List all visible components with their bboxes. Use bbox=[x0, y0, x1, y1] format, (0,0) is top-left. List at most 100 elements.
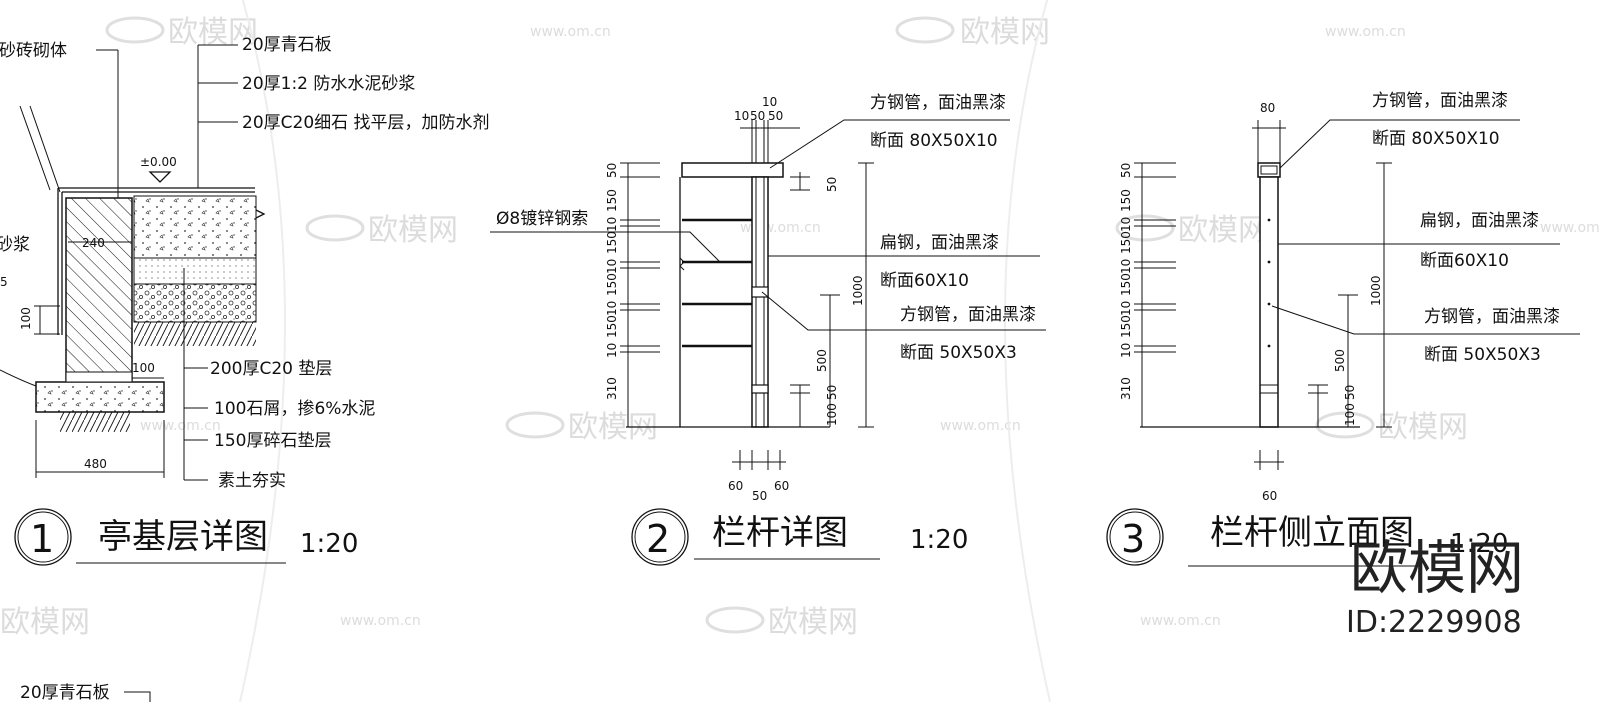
watermark-logo: 欧模网 bbox=[505, 410, 658, 445]
dim-height-100: 100 bbox=[1343, 403, 1357, 426]
label-flat-steel: 扁钢，面油黑漆 bbox=[880, 233, 999, 253]
watermark-brand-text: 欧模网 bbox=[1378, 410, 1468, 445]
detail-number-circle bbox=[1106, 508, 1164, 566]
watermark-site-text: www.om.cn bbox=[940, 418, 1021, 434]
dim-height-1000: 1000 bbox=[1369, 275, 1383, 306]
dim-left: 150 bbox=[605, 231, 619, 254]
watermark-site-text: www.om.cn bbox=[1540, 220, 1600, 236]
dim-left: 10 bbox=[605, 301, 619, 316]
watermark-brand-text: 欧模网 bbox=[368, 213, 458, 248]
detail-scale: 1:20 bbox=[1450, 529, 1508, 559]
detail-title: 栏杆侧立面图 bbox=[1210, 513, 1414, 553]
dim-left: 150 bbox=[1119, 231, 1133, 254]
watermark-brand-text: 欧模网 bbox=[1178, 213, 1268, 248]
watermark-logo: 欧模网 bbox=[705, 605, 858, 640]
label-top-pipe: 方钢管，面油黑漆 bbox=[870, 93, 1006, 113]
corner-brand: 欧模网 ID:2229908 bbox=[1346, 534, 1524, 640]
detail-title: 栏杆详图 bbox=[712, 513, 848, 553]
dim-bottom: 60 bbox=[774, 479, 789, 493]
label-sand-mortar: 砂浆 bbox=[0, 235, 30, 255]
dim-bottom: 60 bbox=[1262, 489, 1277, 503]
dim-left: 310 bbox=[1119, 377, 1133, 400]
dim-height-500: 500 bbox=[1333, 349, 1347, 372]
label-slate-top: 20厚青石板 bbox=[242, 35, 332, 55]
dim-top: 50 bbox=[750, 109, 765, 123]
dim-left: 310 bbox=[605, 377, 619, 400]
dim-height-50: 50 bbox=[1343, 385, 1357, 400]
detail-2-railing: 50 150 10 150 10 150 10 150 10 310 10 50… bbox=[490, 93, 1046, 566]
dim-height-500: 500 bbox=[815, 349, 829, 372]
dim-left: 50 bbox=[605, 163, 619, 178]
label-top-pipe-section: 断面 80X50X10 bbox=[1372, 129, 1500, 149]
stone-chip-layer bbox=[133, 257, 257, 285]
dim-left: 10 bbox=[1119, 259, 1133, 274]
watermark-site-text: www.om.cn bbox=[1140, 613, 1221, 629]
label-post-pipe-section: 断面 50X50X3 bbox=[900, 343, 1017, 363]
label-next-slate: 20厚青石板 bbox=[20, 683, 110, 702]
watermark-logo: 欧模网 bbox=[0, 605, 90, 640]
gravel-layer bbox=[133, 283, 257, 323]
label-top-pipe-section: 断面 80X50X10 bbox=[870, 131, 998, 151]
label-stone-chip: 100石屑，掺6%水泥 bbox=[214, 399, 375, 419]
dim-left: 10 bbox=[605, 343, 619, 358]
dim-top: 10 bbox=[734, 109, 749, 123]
dim-height-100: 100 bbox=[825, 403, 839, 426]
dim-top: 10 bbox=[762, 95, 777, 109]
label-steel-cable: Ø8镀锌钢索 bbox=[496, 209, 588, 229]
dim-100-vertical: 100 bbox=[19, 307, 33, 330]
dim-bottom: 50 bbox=[752, 489, 767, 503]
detail-3-railing-side: 50 150 10 150 10 150 10 150 10 310 80 10… bbox=[1106, 91, 1580, 567]
soil-layer bbox=[134, 322, 256, 346]
dim-left: 150 bbox=[1119, 273, 1133, 296]
dim-left: 150 bbox=[1119, 315, 1133, 338]
dim-top: 80 bbox=[1260, 101, 1275, 115]
watermark-brand-text: 欧模网 bbox=[0, 605, 90, 640]
watermark-site-text: www.om.cn bbox=[140, 418, 221, 434]
dim-right: 50 bbox=[825, 177, 839, 192]
label-flat-steel-section: 断面60X10 bbox=[1420, 251, 1509, 271]
dim-left: 50 bbox=[1119, 163, 1133, 178]
detail-number: 2 bbox=[646, 517, 670, 561]
detail-number-circle bbox=[631, 508, 689, 566]
detail-scale: 1:20 bbox=[300, 529, 358, 559]
label-post-pipe: 方钢管，面油黑漆 bbox=[900, 305, 1036, 325]
label-post-pipe: 方钢管，面油黑漆 bbox=[1424, 307, 1560, 327]
label-compacted-soil: 素土夯实 bbox=[218, 471, 286, 491]
watermark-site-text: www.om.cn bbox=[530, 24, 611, 40]
dim-100-horizontal: 100 bbox=[132, 361, 155, 375]
dim-bottom: 60 bbox=[728, 479, 743, 493]
watermark-site-text: www.om.cn bbox=[340, 613, 421, 629]
watermark-brand-text: 欧模网 bbox=[768, 605, 858, 640]
dim-left: 10 bbox=[605, 259, 619, 274]
watermark-brand-text: 欧模网 bbox=[168, 15, 258, 50]
dim-left: 150 bbox=[605, 189, 619, 212]
detail-number: 1 bbox=[30, 517, 54, 561]
screed-layer bbox=[133, 195, 257, 259]
dim-height-1000: 1000 bbox=[851, 275, 865, 306]
dim-left: 150 bbox=[605, 315, 619, 338]
watermark-logo: 欧模网 bbox=[305, 213, 458, 248]
label-c20-cushion: 200厚C20 垫层 bbox=[210, 359, 332, 379]
label-waterproof-mortar: 20厚1:2 防水水泥砂浆 bbox=[242, 74, 415, 94]
corner-id-text: ID:2229908 bbox=[1346, 605, 1522, 640]
brick-wall bbox=[65, 197, 133, 381]
label-screed: 20厚C20细石 找平层，加防水剂 bbox=[242, 113, 490, 133]
watermark-site-text: www.om.cn bbox=[1325, 24, 1406, 40]
label-flat-steel: 扁钢，面油黑漆 bbox=[1420, 211, 1539, 231]
dim-left: 150 bbox=[1119, 189, 1133, 212]
post-side bbox=[1259, 176, 1279, 428]
detail-number: 3 bbox=[1121, 517, 1145, 561]
label-flat-steel-section: 断面60X10 bbox=[880, 271, 969, 291]
dim-left: 10 bbox=[605, 217, 619, 232]
dim-top: 50 bbox=[768, 109, 783, 123]
detail-number-circle bbox=[14, 508, 72, 566]
dim-240: 240 bbox=[82, 236, 105, 250]
corner-brand-text: 欧模网 bbox=[1350, 534, 1524, 602]
dim-5: 5 bbox=[0, 275, 8, 289]
detail-scale: 1:20 bbox=[910, 525, 968, 555]
dim-left: 10 bbox=[1119, 217, 1133, 232]
dim-left: 10 bbox=[1119, 301, 1133, 316]
